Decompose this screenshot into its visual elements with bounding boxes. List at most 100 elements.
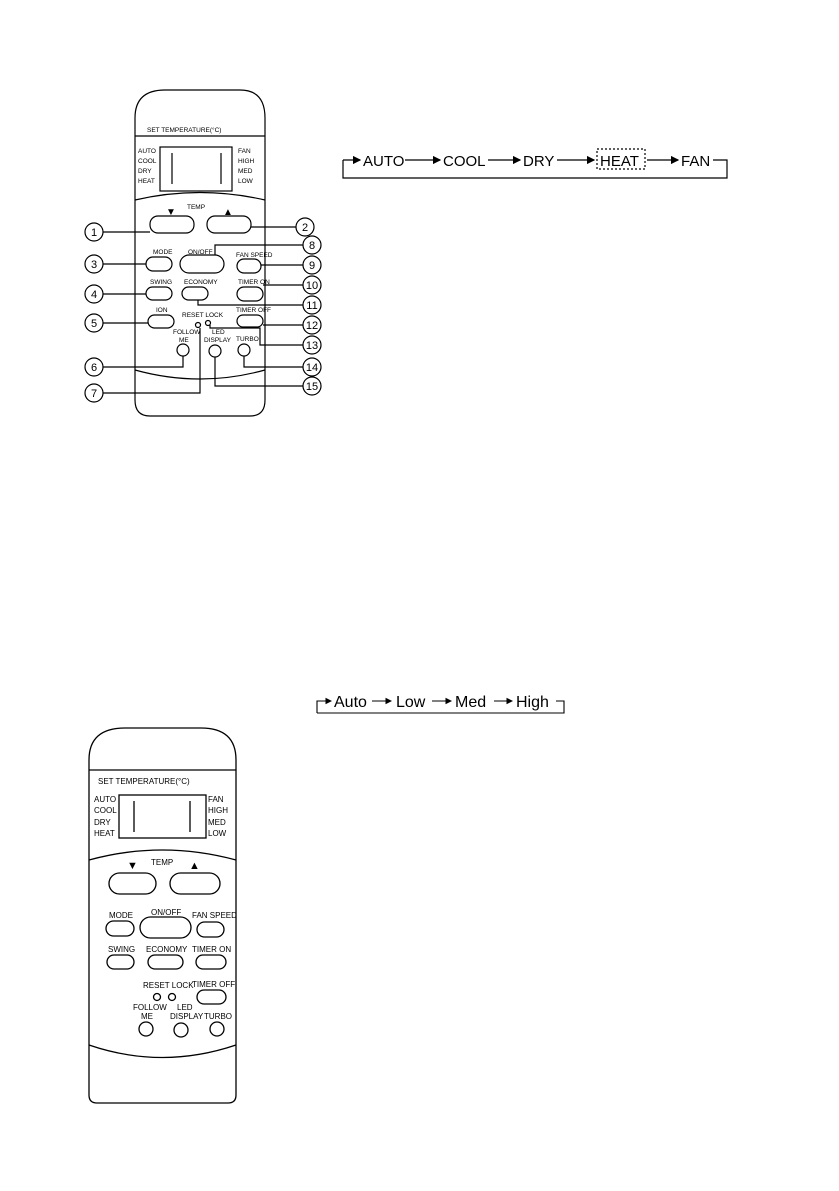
timer-off-label: TIMER OFF [236, 307, 271, 314]
fan-speed-label-bottom: FAN SPEED [192, 911, 237, 920]
timer-on-button [236, 286, 264, 302]
ion-label: ION [156, 307, 168, 314]
swing-label: SWING [150, 279, 172, 286]
led-label: LED [212, 329, 225, 336]
fan-cycle-med: Med [455, 694, 486, 711]
heat-highlight-box [596, 148, 646, 170]
mode-auto-label-bottom: AUTO [94, 795, 116, 804]
callout-12: 12 [306, 320, 318, 332]
mode-label: MODE [153, 249, 173, 256]
callout-1: 1 [91, 227, 97, 239]
keypad-top-curve [134, 191, 266, 201]
fan-speed-button [236, 258, 262, 274]
display-label: DISPLAY [204, 337, 232, 344]
economy-button-bottom [147, 954, 184, 970]
turbo-label: TURBO [236, 336, 259, 343]
follow-label-bottom: FOLLOW [133, 1003, 167, 1012]
mode-label-bottom: MODE [109, 911, 133, 920]
mode-heat-label-bottom: HEAT [94, 829, 115, 838]
speed-high-label-bottom: HIGH [208, 806, 228, 815]
me-label-bottom: ME [141, 1012, 153, 1021]
swing-label-bottom: SWING [108, 945, 135, 954]
economy-label-bottom: ECONOMY [146, 945, 188, 954]
mode-cool-label: COOL [138, 158, 157, 165]
callout-2: 2 [302, 222, 308, 234]
temp-label-bottom: TEMP [151, 858, 173, 867]
fan-speed-label: FAN SPEED [236, 252, 273, 259]
temp-down-arrow-icon: ▼ [166, 207, 176, 218]
timer-on-label-bottom: TIMER ON [192, 945, 231, 954]
lcd-window [159, 146, 233, 192]
led-display-button [208, 344, 222, 358]
on-off-label: ON/OFF [188, 249, 213, 256]
remote-diagram-top: SET TEMPERATURE(°C) AUTO COOL DRY HEAT F… [84, 89, 322, 417]
timer-off-label-bottom: TIMER OFF [192, 980, 235, 989]
timer-on-button-bottom [195, 954, 227, 970]
economy-button [181, 286, 209, 301]
temp-up-arrow-icon: ▲ [223, 207, 233, 218]
temp-down-arrow-icon-bottom: ▼ [127, 860, 138, 872]
turbo-button-bottom [209, 1021, 225, 1037]
mode-dry-label: DRY [138, 168, 152, 175]
temp-up-arrow-icon-bottom: ▲ [189, 860, 200, 872]
callout-15: 15 [306, 381, 318, 393]
callout-11: 11 [306, 300, 317, 312]
lock-led-bottom [167, 992, 177, 1002]
ion-button [147, 314, 175, 329]
cycle-fan: FAN [681, 153, 710, 170]
fan-cycle-low: Low [396, 694, 426, 711]
speed-med-label: MED [238, 168, 253, 175]
temp-label: TEMP [187, 204, 205, 211]
lcd-window-bottom [118, 794, 207, 839]
cycle-cool: COOL [443, 153, 486, 170]
callout-9: 9 [309, 260, 315, 272]
speed-low-label-bottom: LOW [208, 829, 227, 838]
mode-button-bottom [105, 920, 135, 937]
reset-lock-label: RESET LOCK [182, 312, 224, 319]
swing-button-bottom [106, 954, 135, 970]
callout-10: 10 [306, 280, 318, 292]
fan-cycle-auto: Auto [334, 694, 367, 711]
fan-cycle-diagram: Auto Low Med High [316, 694, 565, 714]
on-off-button-bottom [139, 916, 192, 939]
timer-on-label: TIMER ON [238, 279, 270, 286]
led-label-bottom: LED [177, 1003, 193, 1012]
cycle-auto: AUTO [363, 153, 404, 170]
callout-7: 7 [91, 388, 97, 400]
fan-cycle-high: High [516, 694, 549, 711]
cycle-dry: DRY [523, 153, 554, 170]
economy-label: ECONOMY [184, 279, 218, 286]
display-label-bottom: DISPLAY [170, 1012, 204, 1021]
remote-diagram-bottom: SET TEMPERATURE(°C) AUTO COOL DRY HEAT F… [88, 727, 237, 1104]
mode-cycle-diagram: AUTO COOL DRY HEAT FAN [342, 148, 728, 179]
follow-me-button [176, 343, 190, 357]
on-off-button [179, 254, 225, 274]
me-label: ME [179, 337, 189, 344]
callout-3: 3 [91, 259, 97, 271]
callout-13: 13 [306, 340, 318, 352]
follow-me-button-bottom [138, 1021, 154, 1037]
fan-speed-button-bottom [196, 921, 225, 938]
lock-led [204, 319, 212, 327]
follow-label: FOLLOW [173, 329, 201, 336]
mode-button [145, 256, 173, 272]
led-display-button-bottom [173, 1022, 189, 1038]
callout-4: 4 [91, 289, 97, 301]
reset-lock-label-bottom: RESET LOCK [143, 981, 194, 990]
reset-led-bottom [152, 992, 162, 1002]
temp-up-button-bottom [169, 872, 221, 895]
timer-off-button-bottom [196, 989, 227, 1005]
set-temperature-label-bottom: SET TEMPERATURE(°C) [98, 777, 190, 786]
callout-8: 8 [309, 240, 315, 252]
temp-up-button [206, 215, 252, 234]
on-off-label-bottom: ON/OFF [151, 908, 181, 917]
temp-down-button [149, 215, 195, 234]
callout-14: 14 [306, 362, 318, 374]
cycle-heat: HEAT [600, 153, 639, 170]
mode-auto-label: AUTO [138, 148, 156, 155]
speed-low-label: LOW [238, 178, 254, 185]
mode-heat-label: HEAT [138, 178, 155, 185]
mode-cool-label-bottom: COOL [94, 806, 117, 815]
mode-fan-label-bottom: FAN [208, 795, 224, 804]
turbo-label-bottom: TURBO [204, 1012, 232, 1021]
